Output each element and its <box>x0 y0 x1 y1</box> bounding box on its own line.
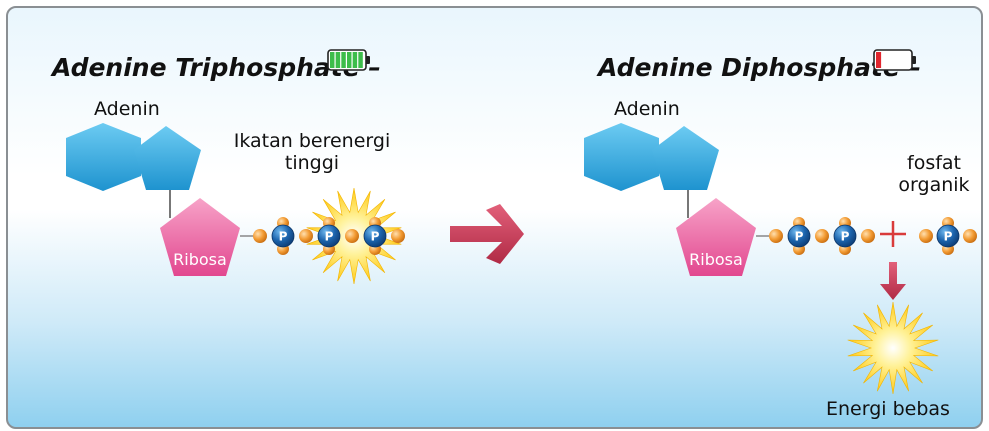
oxygen-atom <box>299 229 313 243</box>
phosphate-atom <box>271 224 295 248</box>
adp-title: Adenine Diphosphate – <box>598 53 921 82</box>
phosphate-atom-label: P <box>795 230 804 244</box>
atp-ribose-pentagon <box>160 198 240 276</box>
phosphate-atom-label: P <box>279 230 288 244</box>
oxygen-atom <box>769 229 783 243</box>
oxygen-atom <box>345 229 359 243</box>
starburst-icon <box>847 301 939 395</box>
battery-low-icon <box>873 49 916 71</box>
free-phosphate-atom-label: P <box>944 230 953 244</box>
oxygen-atom <box>391 229 405 243</box>
organic-label-line1: fosfat <box>907 152 961 174</box>
adp-adenine-pentagon <box>652 126 719 190</box>
atp-adenine-hexagon <box>66 123 141 191</box>
atp-molecule: Ribosa P P P <box>66 123 405 285</box>
adp-adenin-label: Adenin <box>614 98 680 120</box>
bond-label-line2: tinggi <box>284 152 340 174</box>
atp-adenine-pentagon <box>134 126 201 190</box>
atp-title: Adenine Triphosphate – <box>52 53 381 82</box>
atp-title-text: Adenine Triphosphate – <box>52 53 381 82</box>
phosphate-atom <box>833 224 857 248</box>
oxygen-atom <box>861 229 875 243</box>
energy-label: Energi bebas <box>826 398 950 420</box>
oxygen-atom <box>253 229 267 243</box>
phosphate-atom-label: P <box>841 230 850 244</box>
bond-label: Ikatan berenergi tinggi <box>222 130 402 174</box>
oxygen-atom <box>963 229 977 243</box>
bond-label-line1: Ikatan berenergi <box>233 130 391 152</box>
free-phosphate-group: P <box>919 217 977 255</box>
adp-adenine-hexagon <box>584 123 659 191</box>
oxygen-atom <box>815 229 829 243</box>
atp-adenin-label: Adenin <box>94 98 160 120</box>
phosphate-atom <box>787 224 811 248</box>
organic-phosphate-label: fosfat organik <box>894 152 974 196</box>
transition-arrow-icon <box>450 204 524 264</box>
down-arrow-icon <box>880 262 906 300</box>
plus-icon <box>880 221 906 247</box>
phosphate-atom-label: P <box>371 230 380 244</box>
free-phosphate-atom <box>936 224 960 248</box>
atp-ribose-label: Ribosa <box>173 250 227 269</box>
adp-title-text: Adenine Diphosphate – <box>598 53 921 82</box>
diagram-frame: Adenine Triphosphate – Adenine Diphospha… <box>6 6 983 429</box>
adp-ribose-pentagon <box>676 198 756 276</box>
battery-full-icon <box>327 49 370 71</box>
adp-ribose-label: Ribosa <box>689 250 743 269</box>
phosphate-atom-label: P <box>325 230 334 244</box>
oxygen-atom <box>919 229 933 243</box>
phosphate-atom <box>363 224 387 248</box>
organic-label-line2: organik <box>898 174 970 196</box>
phosphate-atom <box>317 224 341 248</box>
